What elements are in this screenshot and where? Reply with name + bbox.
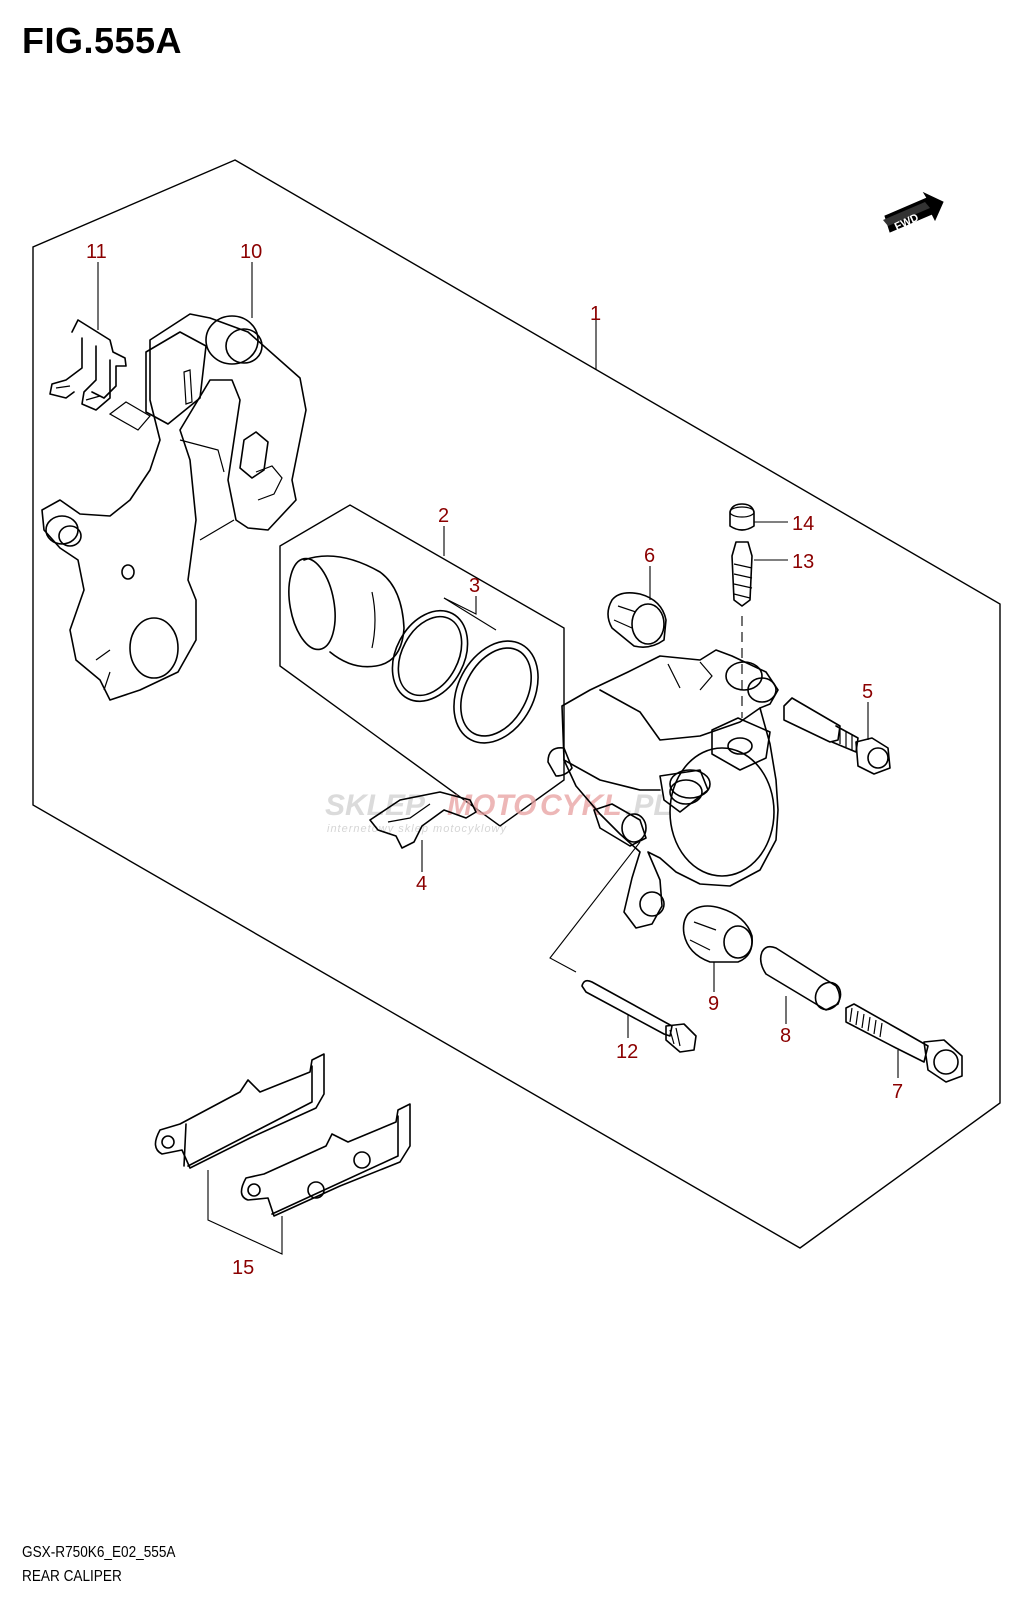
callout-3: 3: [469, 575, 480, 597]
figure-title: FIG.555A: [22, 20, 183, 61]
slide-pin-bolt-part-5: [783, 697, 891, 775]
boot-part-6: [607, 592, 667, 648]
callout-10: 10: [240, 241, 262, 263]
piston-group-frame: [279, 504, 565, 827]
boot-part-9: [682, 905, 754, 963]
callout-15: 15: [232, 1257, 254, 1279]
watermark-brand-2: MOTO: [447, 789, 536, 822]
pad-spring-part-11: [49, 319, 127, 411]
callout-11: 11: [86, 241, 107, 263]
callout-12: 12: [616, 1041, 638, 1063]
assembly-frame: [32, 159, 1001, 1249]
callout-8: 8: [780, 1025, 791, 1047]
callout-6: 6: [644, 545, 655, 567]
bleeder-cap-part-14: [729, 503, 755, 531]
caliper-bracket-part-10: [41, 313, 307, 701]
pad-pin-part-12: [581, 979, 697, 1053]
watermark-brand-4: .PL: [625, 789, 672, 822]
piston-part-2: [288, 555, 405, 668]
leader-lines: [97, 262, 899, 1255]
sleeve-part-8: [759, 945, 842, 1011]
slide-bolt-part-7: [845, 1003, 963, 1083]
callout-4: 4: [416, 873, 427, 895]
brake-pad-set-part-15: [154, 1053, 411, 1217]
piston-seal-part-3: [391, 609, 539, 744]
fwd-arrow-icon: FWD: [883, 191, 944, 233]
bleeder-valve-part-13: [731, 541, 753, 607]
callout-13: 13: [792, 551, 814, 573]
callout-2: 2: [438, 505, 449, 527]
pin-locator-line: [549, 841, 641, 973]
watermark: SKLEP MOTO CYKL .PL internetowy sklep mo…: [325, 789, 672, 835]
model-code: GSX-R750K6_E02_555A: [22, 1544, 176, 1561]
watermark-tagline: internetowy sklep motocyklowy: [327, 823, 508, 835]
callout-14: 14: [792, 513, 814, 535]
callout-5: 5: [862, 681, 873, 703]
pad-retainer-part-4: [369, 791, 477, 849]
callout-1: 1: [590, 303, 601, 325]
caliper-body-part-1: [547, 649, 779, 929]
callout-7: 7: [892, 1081, 903, 1103]
callout-9: 9: [708, 993, 719, 1015]
section-name: REAR CALIPER: [22, 1568, 122, 1585]
